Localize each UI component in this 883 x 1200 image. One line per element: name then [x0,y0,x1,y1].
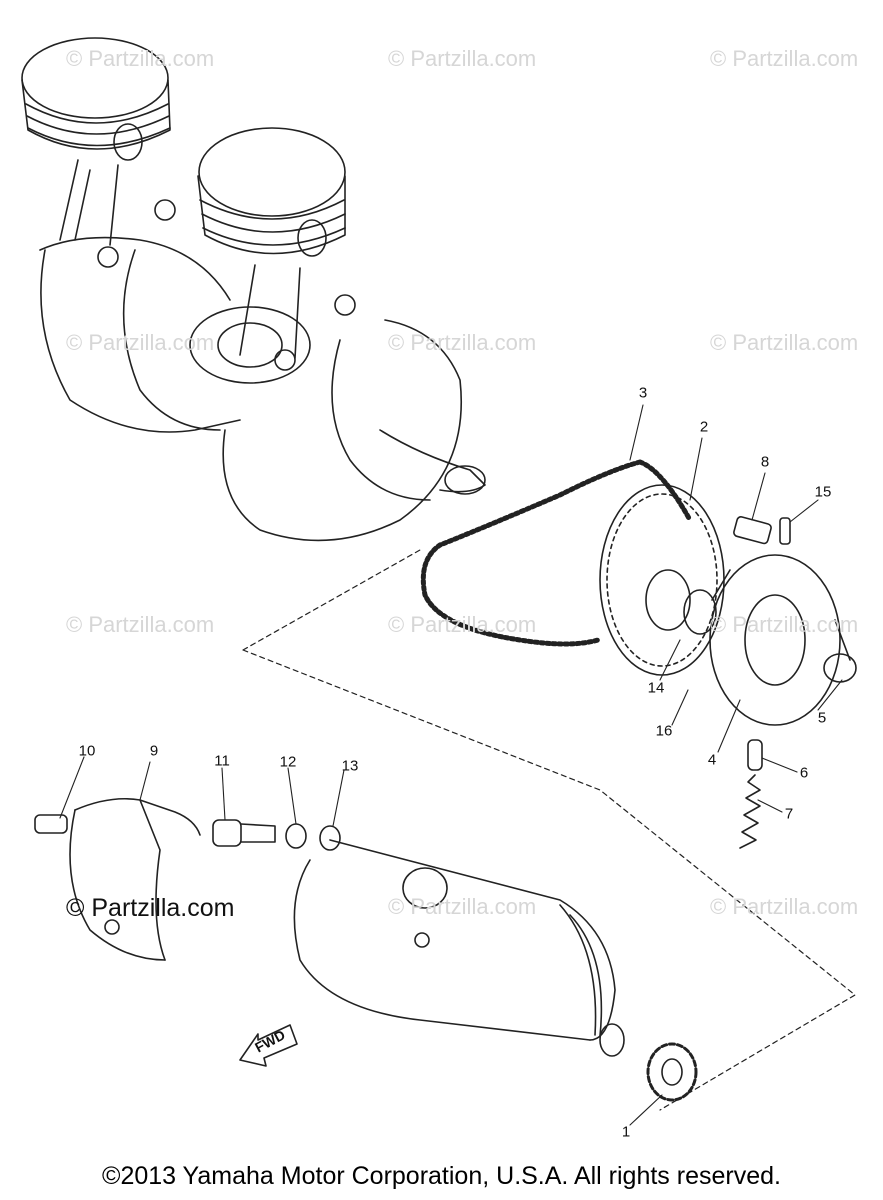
watermark: © Partzilla.com [710,894,859,919]
callout-7: 7 [784,805,794,823]
callout-13: 13 [341,757,359,775]
crankshaft [40,238,485,541]
washer-13 [320,826,340,850]
callout-3: 3 [638,384,648,402]
watermark: © Partzilla.com [66,612,215,637]
watermark: © Partzilla.com [388,894,537,919]
roller-5 [824,654,856,682]
callout-4: 4 [707,751,717,769]
callout-2: 2 [699,418,709,436]
plunger-6 [748,740,762,770]
starter-gear [648,1044,696,1100]
callout-1: 1 [621,1123,631,1141]
leader-lines [60,405,842,1125]
watermark: © Partzilla.com [66,330,215,355]
callout-8: 8 [760,453,770,471]
callout-10: 10 [78,742,96,760]
callout-11: 11 [214,752,230,770]
starter-cover [70,799,200,960]
callout-15: 15 [814,483,832,501]
watermark-dark: © Partzilla.com [66,894,235,922]
watermark: © Partzilla.com [388,612,537,637]
washer-12 [286,824,306,848]
copyright-notice: ©2013 Yamaha Motor Corporation, U.S.A. A… [102,1162,781,1190]
starter-sprocket [600,485,724,675]
starter-clutch [710,555,850,725]
watermark: © Partzilla.com [66,46,215,71]
callout-16: 16 [655,722,673,740]
piston-left [22,38,170,160]
piston-right [198,128,345,256]
watermark: © Partzilla.com [388,46,537,71]
starter-motor [294,840,624,1056]
watermark: © Partzilla.com [710,612,859,637]
cam-chain [423,462,690,644]
washer-14 [684,590,716,634]
callout-14: 14 [647,679,665,697]
bolt-11 [213,820,275,846]
connecting-rod-left [60,160,175,267]
callout-5: 5 [817,709,827,727]
watermark: © Partzilla.com [388,330,537,355]
bolt-10 [35,815,67,833]
callout-9: 9 [149,742,159,760]
dowel-15 [780,518,790,544]
assembly-outline [243,550,855,1110]
callout-6: 6 [799,764,809,782]
spring-7 [740,775,760,848]
bolt-8 [733,516,772,544]
watermark: © Partzilla.com [710,330,859,355]
connecting-rod-right [240,265,355,370]
fwd-arrow-icon [240,1025,297,1066]
watermark: © Partzilla.com [710,46,859,71]
callout-12: 12 [279,753,297,771]
